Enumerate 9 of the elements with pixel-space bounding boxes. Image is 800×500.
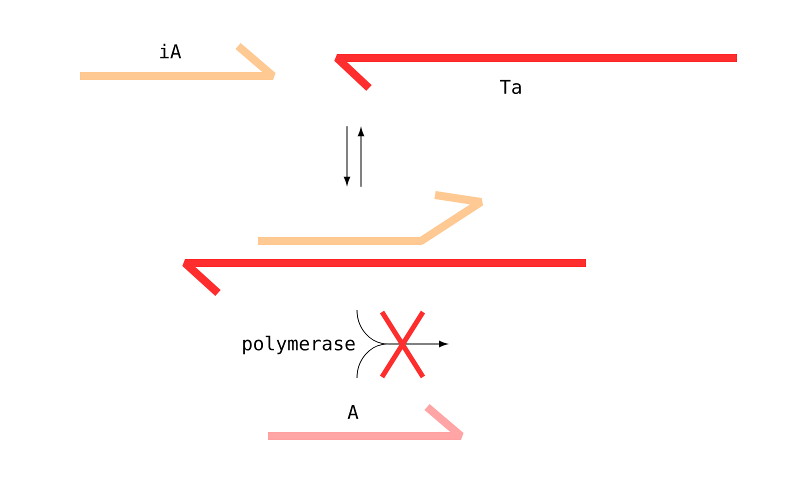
reaction-arrow	[388, 340, 448, 348]
strand-label: Ta	[500, 80, 521, 94]
strand-label: iA	[160, 44, 182, 58]
strand-label: A	[348, 405, 358, 419]
text-label: polymerase	[243, 336, 355, 354]
strand	[258, 191, 485, 245]
equilibrium-arrow	[358, 128, 364, 188]
strand	[181, 258, 586, 296]
equilibrium-arrow	[344, 126, 350, 186]
